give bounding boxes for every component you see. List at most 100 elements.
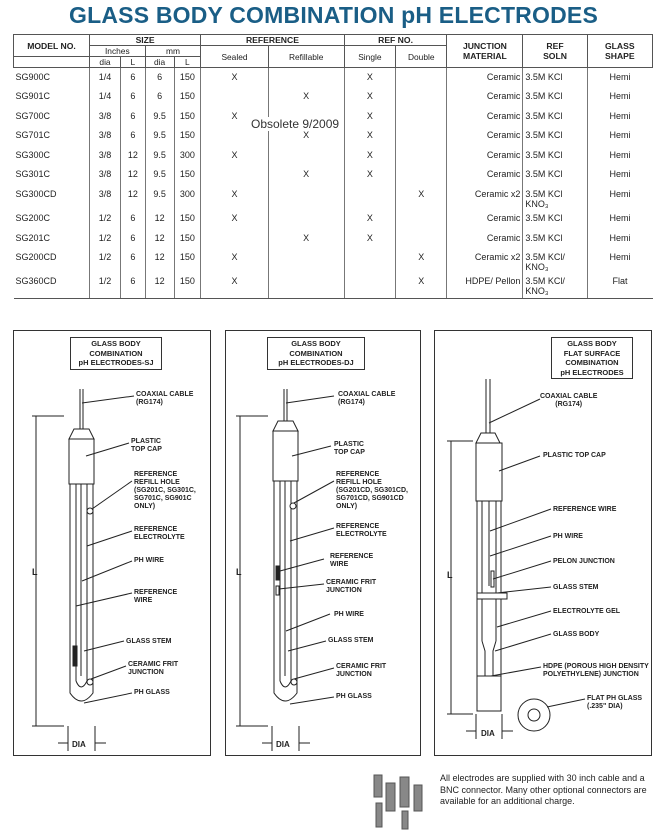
hdpe-label: HDPE (POROUS HIGH DENSITY POLYETHYLENE) … — [543, 663, 649, 678]
cell-model: SG201C — [15, 232, 51, 243]
cell-dia-mm: 9.5 — [144, 145, 175, 166]
cell-refillable — [267, 145, 345, 166]
cell-single: X — [343, 87, 396, 107]
cell-dia-in: 3/8 — [88, 145, 121, 166]
diagram-flat-panel: GLASS BODY FLAT SURFACE COMBINATION pH E… — [434, 330, 652, 756]
cell-sealed — [200, 126, 269, 146]
cell-model: SG200C — [15, 213, 51, 224]
phwire-label: pH WIRE — [134, 557, 164, 564]
cell-single — [343, 185, 396, 210]
cell-l-mm: 150 — [173, 272, 201, 299]
cell-junction: Ceramic — [446, 67, 523, 88]
cell-refillable — [267, 185, 345, 210]
cell-refillable: X — [267, 87, 345, 107]
cell-junction: Ceramic — [446, 145, 523, 166]
flat-glass-label: FLAT pH GLASS (.235" DIA) — [587, 695, 643, 710]
electrode-dj-drawing — [236, 389, 335, 751]
cell-dia-mm: 12 — [144, 272, 175, 299]
col-single: Single — [343, 45, 397, 68]
refill-label: REFERENCE REFILL HOLE (SG201CD, SG301CD,… — [336, 471, 408, 510]
cell-model: SG700C — [15, 110, 51, 121]
length-label: L — [447, 570, 453, 580]
cell-junction: Ceramic — [446, 165, 523, 186]
cell-sealed: X — [200, 248, 269, 273]
col-l-mm: L — [173, 56, 202, 68]
dia-label: DIA — [72, 740, 86, 749]
cable-label: COAXIAL CABLE (RG174) — [540, 393, 598, 408]
cell-junction: Ceramic x2 — [446, 248, 523, 273]
cell-single — [343, 248, 396, 273]
cell-soln: 3.5M KCl — [522, 67, 588, 88]
cell-shape: Hemi — [586, 165, 653, 186]
cell-l-mm: 150 — [173, 228, 201, 249]
cap-label: PLASTIC TOP CAP — [334, 441, 365, 456]
cell-double: X — [395, 185, 447, 210]
cell-shape: Hemi — [586, 248, 653, 273]
cell-l-in: 6 — [120, 272, 146, 299]
col-inches: Inches — [88, 45, 146, 57]
cell-dia-in: 3/8 — [88, 106, 121, 127]
dia-label: DIA — [276, 740, 290, 749]
cell-junction: Ceramic x2 — [446, 185, 523, 210]
cell-dia-in: 1/2 — [88, 272, 121, 299]
cell-soln: 3.5M KCl — [522, 165, 588, 186]
diagram-flat-title: GLASS BODY FLAT SURFACE COMBINATION pH E… — [551, 337, 633, 379]
cell-refillable — [267, 67, 345, 88]
spec-table: MODEL No. SIZE REFERENCE REF No. JUNCTIO… — [13, 34, 654, 299]
stem-label: GLASS STEM — [553, 584, 599, 591]
cell-l-mm: 150 — [173, 126, 201, 146]
refwire-label: REFERENCE WIRE — [134, 589, 178, 604]
cell-l-mm: 150 — [173, 87, 201, 107]
cell-double: X — [395, 248, 447, 273]
cell-refillable: X — [267, 228, 345, 249]
cell-refillable — [267, 209, 345, 229]
cell-dia-mm: 6 — [144, 87, 175, 107]
electrolyte-label: REFERENCE ELECTROLYTE — [134, 526, 185, 541]
cell-l-mm: 150 — [173, 248, 201, 273]
pelon-label: PELON JUNCTION — [553, 558, 615, 565]
cell-model: SG900C — [15, 72, 51, 82]
cell-junction: Ceramic — [446, 87, 523, 107]
cell-l-mm: 300 — [173, 145, 201, 166]
cell-model: SG301C — [15, 169, 51, 180]
cell-l-in: 6 — [120, 87, 146, 107]
cell-single: X — [343, 126, 396, 146]
cell-double: X — [395, 272, 447, 299]
cell-double — [395, 87, 447, 107]
cell-sealed: X — [200, 67, 269, 88]
cell-refillable: X — [267, 165, 345, 186]
cell-dia-mm: 12 — [144, 248, 175, 273]
cell-junction: HDPE/ Pellon — [446, 272, 523, 299]
col-model: MODEL No. — [13, 34, 90, 57]
col-dia-in: dia — [88, 56, 122, 68]
electrolyte-label: REFERENCE ELECTROLYTE — [336, 523, 387, 538]
length-label: L — [236, 567, 242, 577]
gel-label: ELECTROLYTE GEL — [553, 608, 621, 615]
cell-single: X — [343, 209, 396, 229]
cable-label: COAXIAL CABLE (RG174) — [136, 391, 194, 406]
diagram-sj-panel: GLASS BODY COMBINATION pH ELECTRODES-SJ — [13, 330, 211, 756]
stem-label: GLASS STEM — [126, 638, 172, 645]
frit-label: CERAMIC FRIT JUNCTION — [128, 661, 179, 676]
connector-cable-image — [373, 774, 423, 830]
cell-dia-in: 1/2 — [88, 228, 121, 249]
cell-soln: 3.5M KCl — [522, 106, 588, 127]
frit1-label: CERAMIC FRIT JUNCTION — [326, 579, 377, 594]
cell-model: SG200CD — [15, 252, 57, 263]
cell-dia-mm: 6 — [144, 67, 175, 88]
cell-double — [395, 209, 447, 229]
refwire-label: REFERENCE WIRE — [553, 506, 617, 513]
diagram-dj-title: GLASS BODY COMBINATION pH ELECTRODES-DJ — [267, 337, 365, 370]
refwire-label: REFERENCE WIRE — [330, 553, 374, 568]
cell-dia-mm: 12 — [144, 209, 175, 229]
cell-soln: 3.5M KCl/ KNO₃ — [522, 248, 588, 273]
dia-label: DIA — [481, 729, 495, 738]
cell-single: X — [343, 106, 396, 127]
cell-l-in: 6 — [120, 106, 146, 127]
cell-l-mm: 150 — [173, 67, 201, 88]
body-label: GLASS BODY — [553, 631, 600, 638]
cell-refillable — [267, 272, 345, 299]
